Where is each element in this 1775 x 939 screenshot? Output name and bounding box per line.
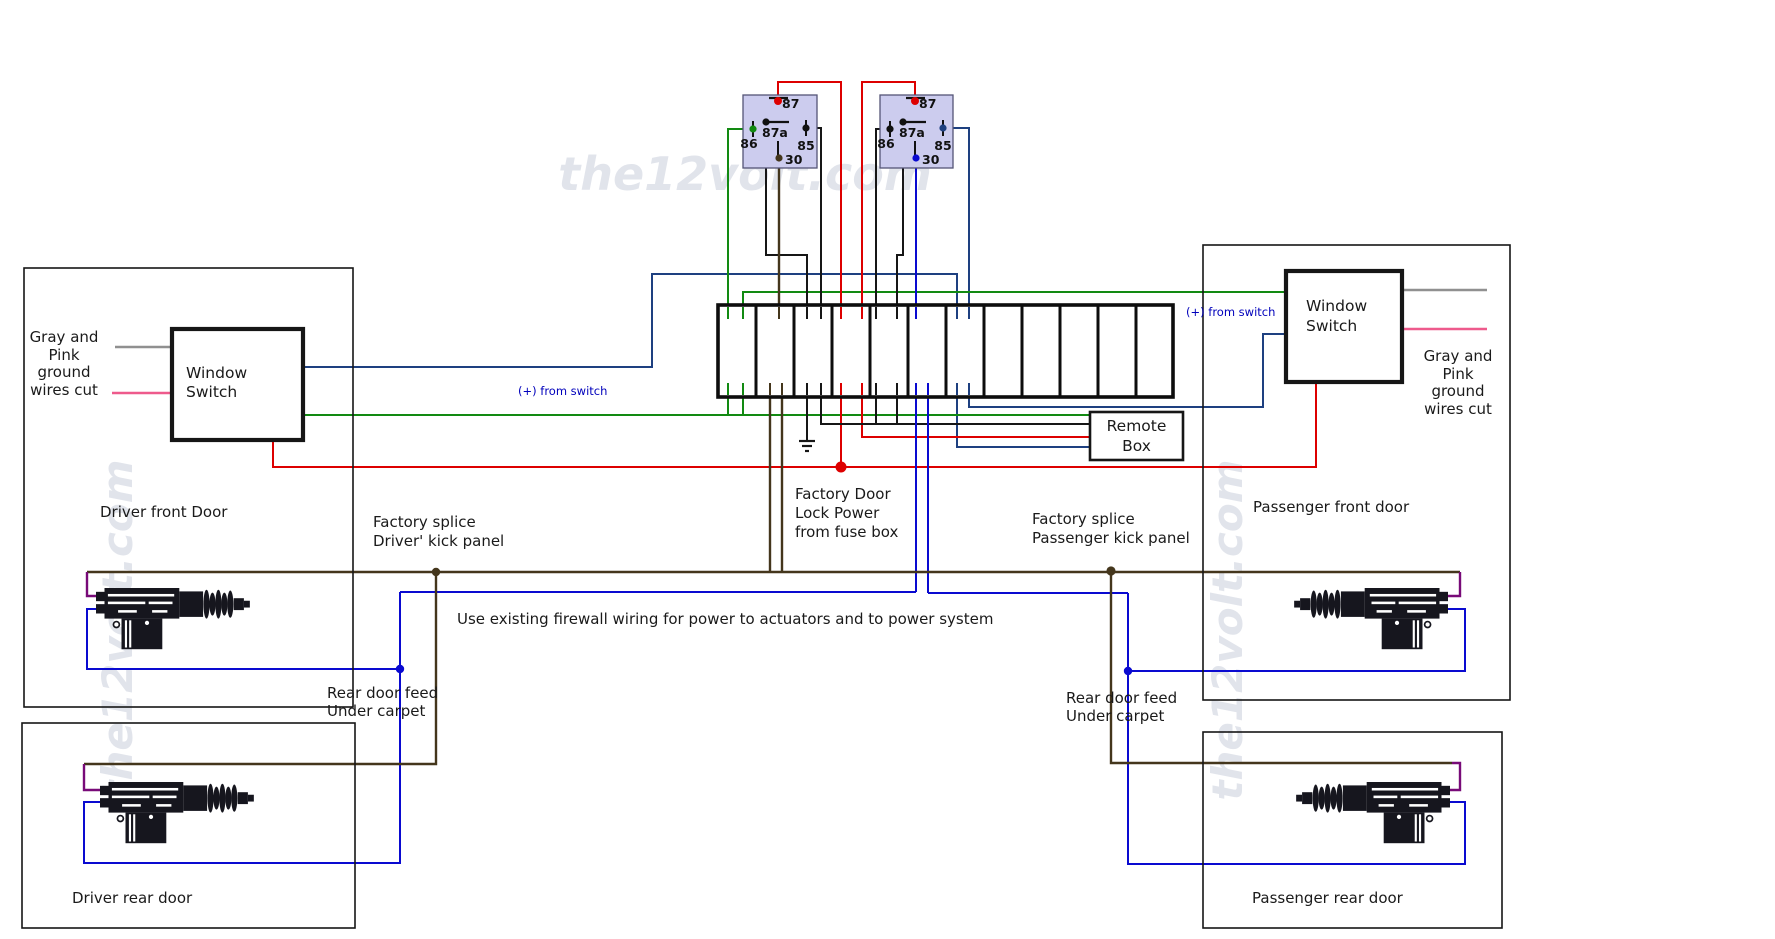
blue-junction-dot-right <box>1123 666 1133 676</box>
relay-pin-30-dot <box>775 154 783 162</box>
rear-door-feed-left-note: Rear door feed Under carpet <box>327 684 439 720</box>
ground-wires-note-left: Gray and Pink ground wires cut <box>29 328 99 399</box>
remote-box-label: Remote Box <box>1106 417 1167 455</box>
firewall-connector <box>716 303 1175 399</box>
door-lock-actuator-passenger-front <box>1293 587 1449 651</box>
navy-wires <box>303 127 1286 448</box>
ground-stub-wires <box>112 288 1487 395</box>
brown-junction-dot-left <box>431 567 441 577</box>
relay-pin-85-label: 85 <box>934 138 951 153</box>
door-lock-actuator-driver-rear <box>99 781 255 845</box>
relay-pin-87-dot <box>774 97 782 105</box>
brown-junction-dot-right <box>1106 566 1116 576</box>
brown-wires <box>84 158 1460 766</box>
factory-door-lock-power-note: Factory Door Lock Power from fuse box <box>795 485 899 541</box>
factory-splice-driver-note: Factory splice Driver' kick panel <box>373 513 505 550</box>
relay-right: 87 86 87a 85 30 <box>877 94 954 169</box>
door-lock-actuator-passenger-rear <box>1295 781 1451 845</box>
relay-pin-87a-label: 87a <box>762 125 788 140</box>
relay-pin-85-dot <box>802 124 810 132</box>
rear-door-feed-right-note: Rear door feed Under carpet <box>1066 689 1178 725</box>
relay-pin-86-label: 86 <box>877 136 895 151</box>
relay-pin-85-dot <box>939 124 947 132</box>
red-wires <box>272 81 1317 468</box>
relay-pin-87-label: 87 <box>919 96 936 111</box>
relay-pin-86-dot <box>749 125 757 133</box>
plus-from-switch-right-note: (+) from switch <box>1186 305 1276 319</box>
firewall-wiring-note: Use existing firewall wiring for power t… <box>457 610 994 628</box>
passenger-front-door-box <box>1202 244 1511 701</box>
relay-pin-87-label: 87 <box>782 96 799 111</box>
watermark-right: the12volt.com <box>1203 459 1252 800</box>
relay-pin-30-dot <box>912 154 920 162</box>
relay-pin-86-label: 86 <box>740 136 758 151</box>
connector-pin-stubs <box>727 307 970 395</box>
passenger-rear-door-box <box>1202 731 1503 929</box>
junction-dots <box>395 461 1133 676</box>
relay-pin-87a-dot <box>762 118 770 126</box>
driver-front-door-label: Driver front Door <box>100 503 228 521</box>
window-switch-right-label: Window Switch <box>1306 297 1368 335</box>
remote-box-box <box>1088 410 1185 462</box>
passenger-rear-door-label: Passenger rear door <box>1252 889 1403 907</box>
driver-front-door-box <box>23 267 354 708</box>
factory-splice-passenger-note: Factory splice Passenger kick panel <box>1032 510 1190 547</box>
driver-rear-door-box <box>21 722 356 929</box>
relay-pin-30-label: 30 <box>922 152 940 167</box>
blue-junction-dot-left <box>395 664 405 674</box>
window-switch-right-box <box>1283 268 1405 385</box>
window-switch-left-box <box>169 326 306 443</box>
plus-from-switch-left-note: (+) from switch <box>518 384 608 398</box>
window-switch-left-label: Window Switch <box>186 364 248 401</box>
relay-pin-87a-dot <box>899 118 907 126</box>
red-junction-dot <box>835 461 847 473</box>
ground-wires-note-right: Gray and Pink ground wires cut <box>1423 347 1493 418</box>
relay-left: 87 86 87a 85 30 <box>740 94 818 169</box>
purple-wires <box>82 572 1462 792</box>
relay-pin-87a-label: 87a <box>899 125 925 140</box>
relay-pin-87-dot <box>911 97 919 105</box>
relay-pin-85-label: 85 <box>797 138 814 153</box>
passenger-front-door-label: Passenger front door <box>1253 498 1410 516</box>
relay-pin-86-dot <box>886 125 894 133</box>
ground-symbol-icon <box>799 439 815 453</box>
relay-pin-30-label: 30 <box>785 152 803 167</box>
driver-rear-door-label: Driver rear door <box>72 889 193 907</box>
